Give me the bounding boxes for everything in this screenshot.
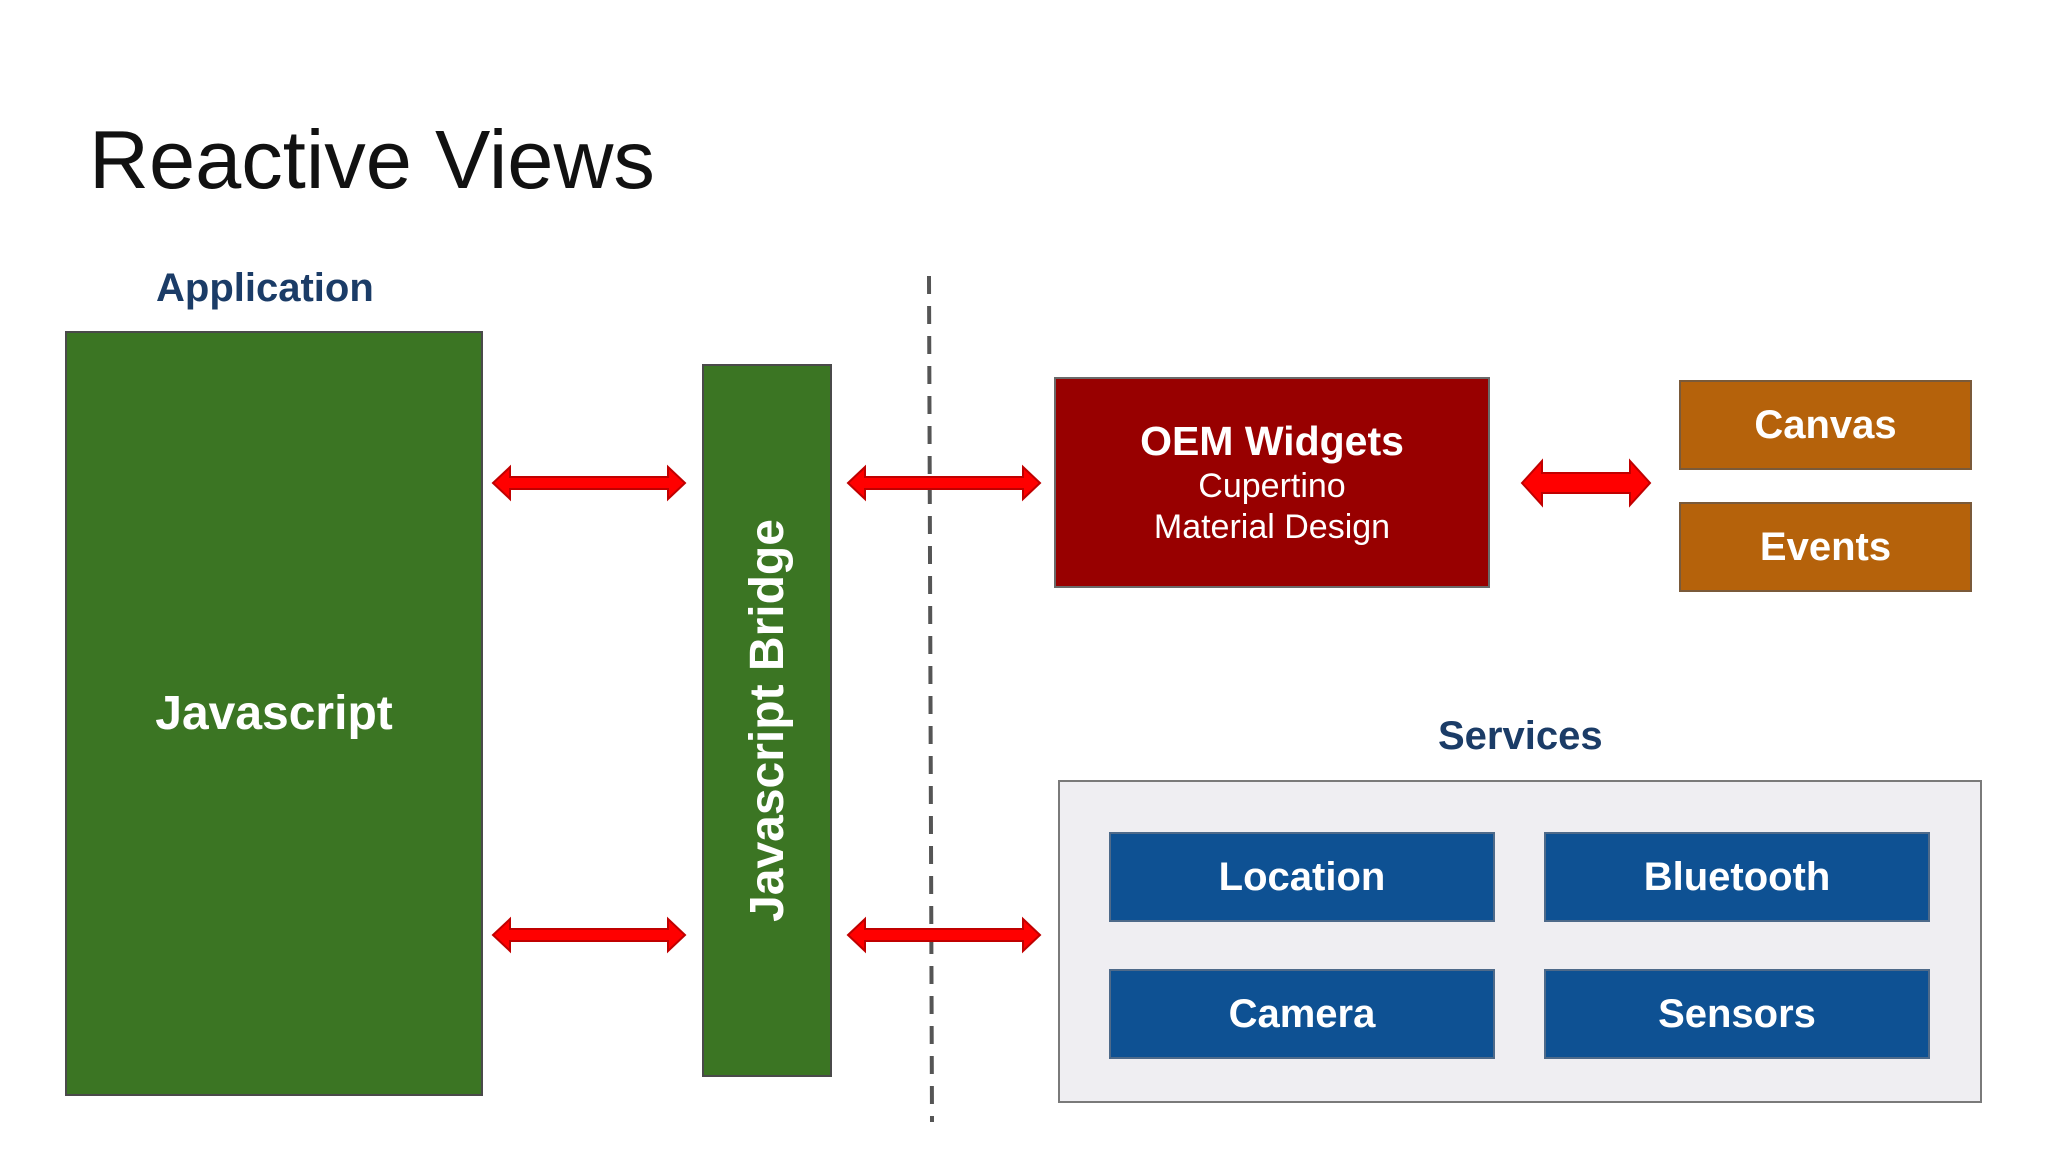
arrow-bridge-oem (846, 464, 1042, 502)
location-label: Location (1218, 854, 1386, 899)
oem-cupertino-label: Cupertino (1198, 467, 1346, 506)
oem-widgets-box: OEM Widgets Cupertino Material Design (1054, 377, 1490, 588)
platform-divider-line (927, 275, 934, 1123)
bluetooth-label: Bluetooth (1643, 854, 1831, 899)
javascript-box: Javascript (65, 331, 483, 1096)
oem-material-design-label: Material Design (1153, 508, 1391, 547)
arrow-js-bridge-bottom (491, 916, 687, 954)
camera-label: Camera (1228, 991, 1376, 1036)
javascript-label: Javascript (155, 687, 393, 740)
arrow-js-bridge-top (491, 464, 687, 502)
sensors-box: Sensors (1544, 969, 1930, 1059)
camera-box: Camera (1109, 969, 1495, 1059)
javascript-bridge-box: Javascript Bridge (702, 364, 832, 1077)
location-box: Location (1109, 832, 1495, 922)
slide-title: Reactive Views (89, 113, 655, 206)
events-label: Events (1759, 524, 1892, 569)
services-heading: Services (1438, 714, 1603, 758)
application-heading: Application (156, 266, 374, 310)
oem-widgets-title: OEM Widgets (1140, 418, 1404, 465)
arrow-bridge-services (846, 916, 1042, 954)
bluetooth-box: Bluetooth (1544, 832, 1930, 922)
canvas-label: Canvas (1754, 402, 1897, 447)
canvas-box: Canvas (1679, 380, 1972, 470)
events-box: Events (1679, 502, 1972, 592)
arrow-oem-canvas-events (1520, 458, 1652, 508)
sensors-label: Sensors (1658, 991, 1816, 1036)
